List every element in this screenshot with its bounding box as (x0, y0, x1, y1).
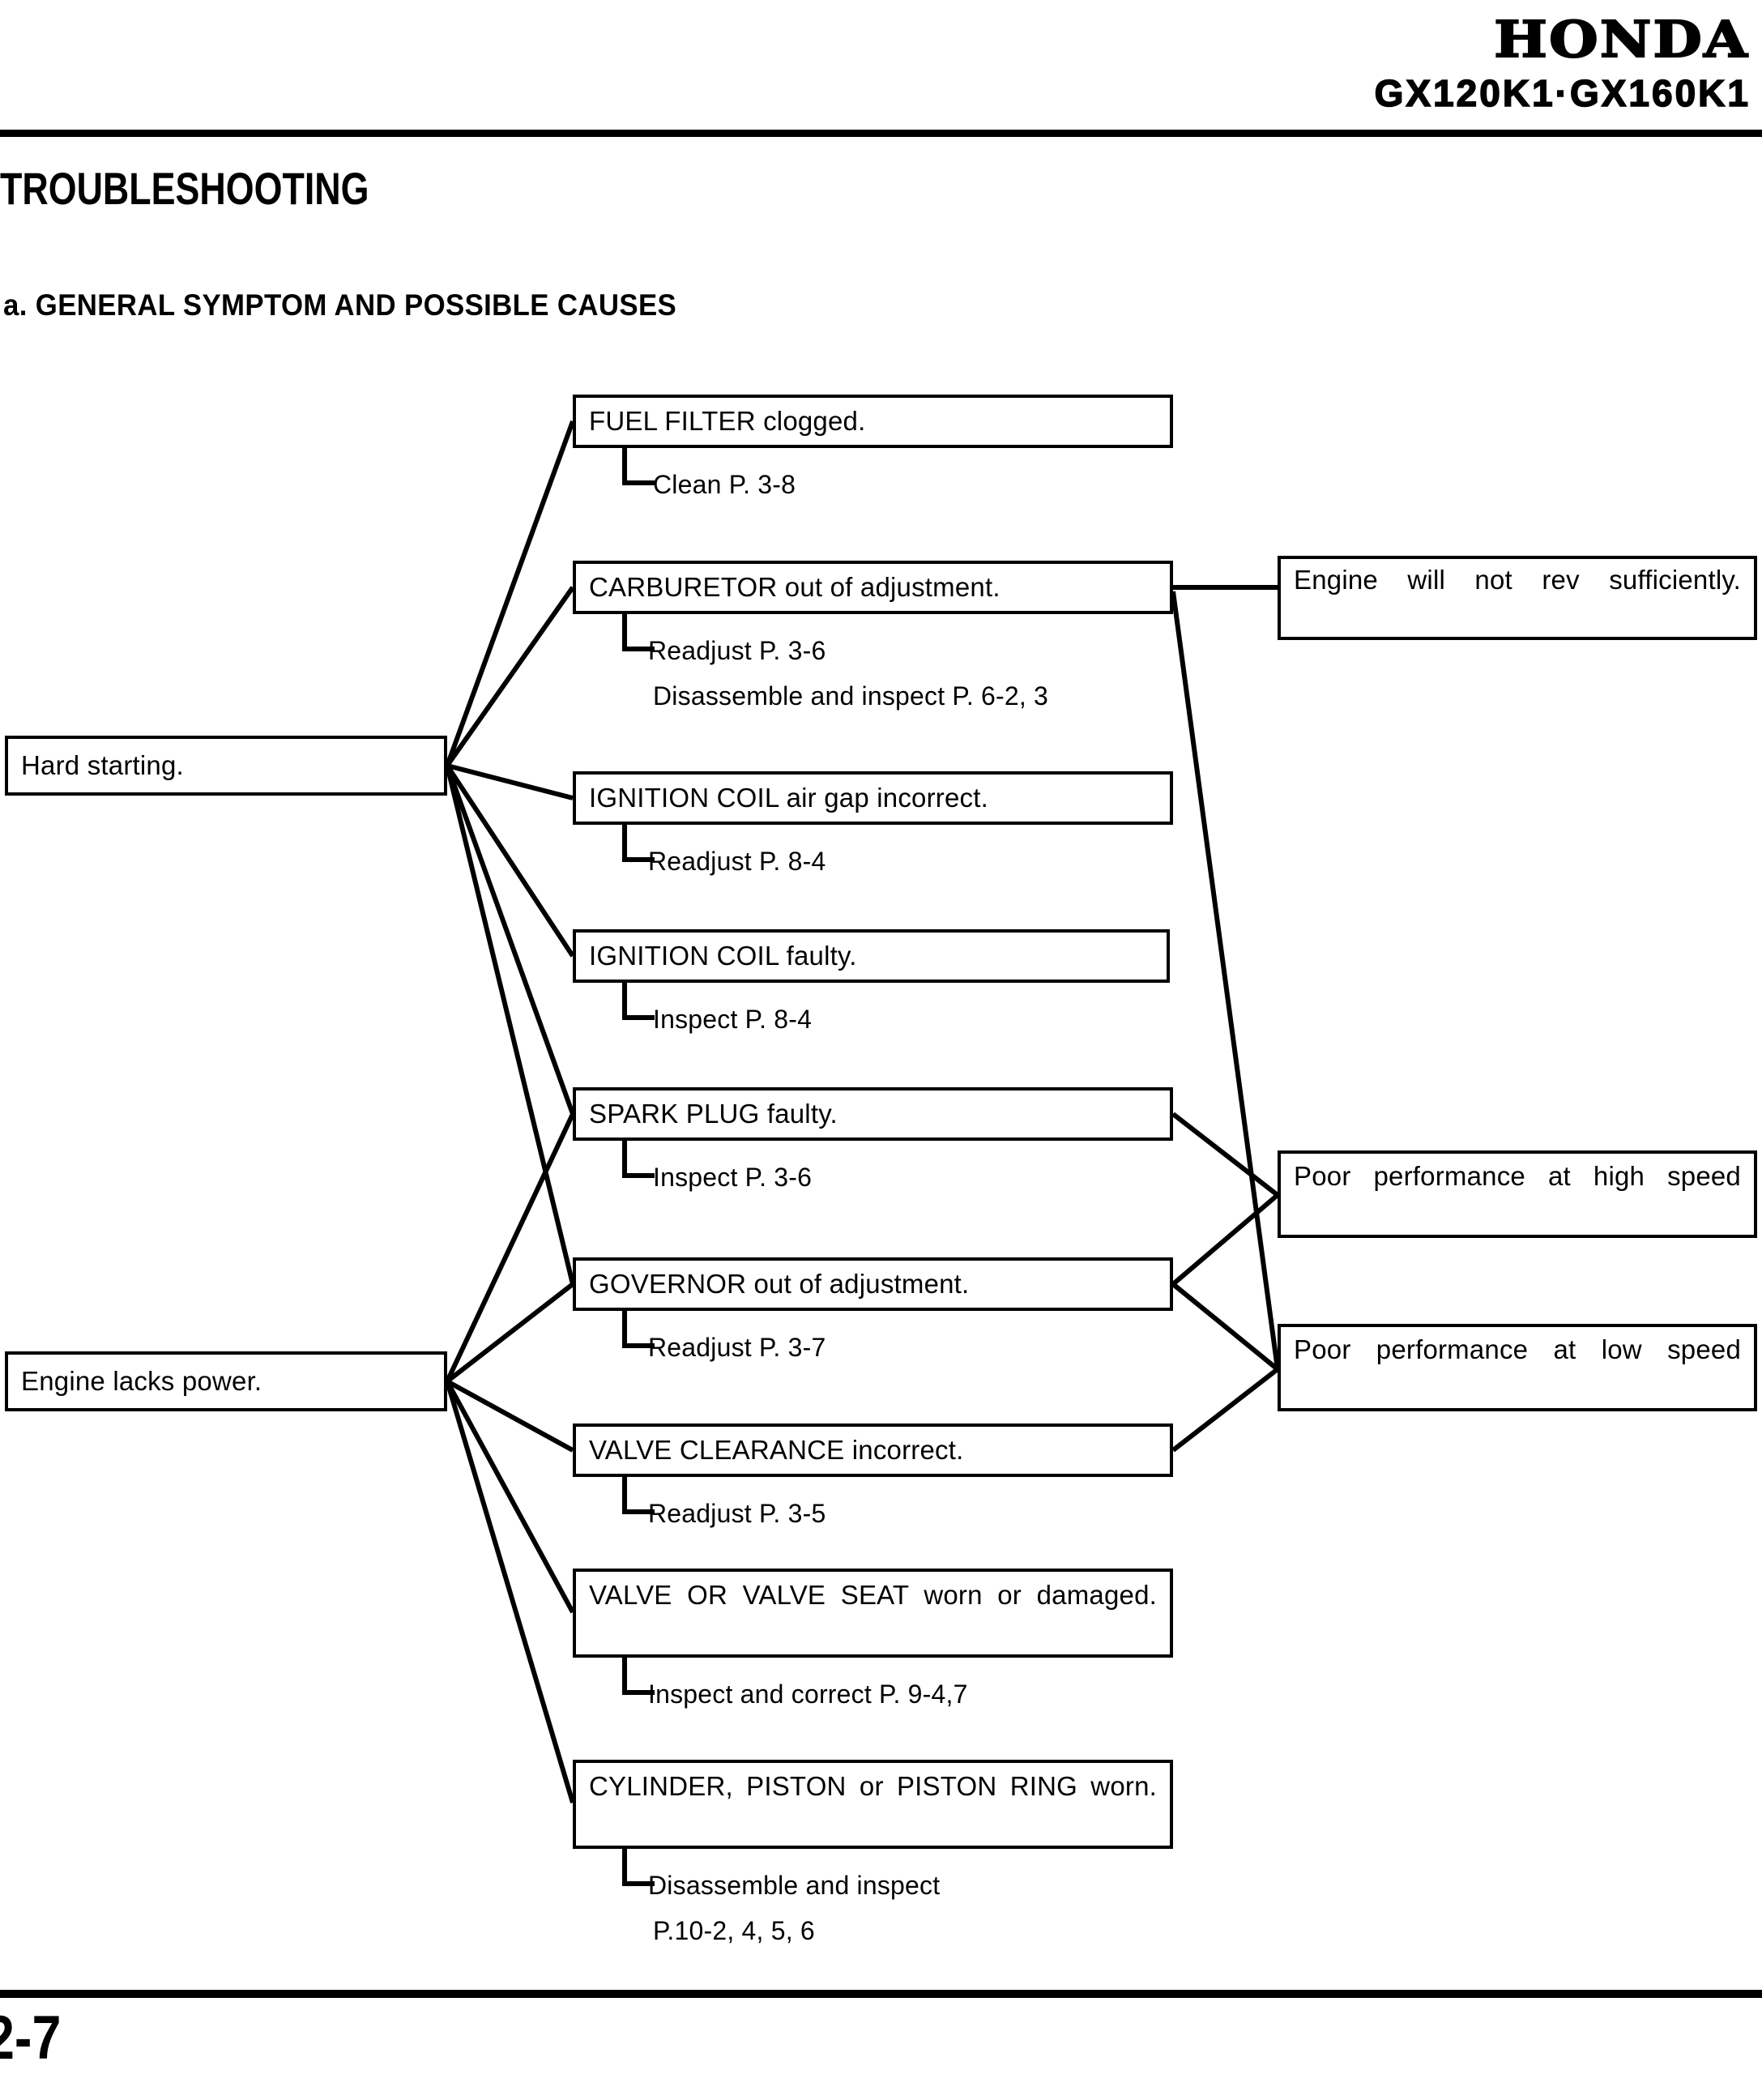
elbow-connector-cylinder-piston-ring (622, 1849, 655, 1886)
node-label: Engine lacks power. (21, 1366, 262, 1396)
node-label: CARBURETOR out of adjustment. (589, 572, 1000, 602)
action-text-valve-or-valve-seat-0: Inspect and correct P. 9-4,7 (648, 1680, 968, 1709)
action-text-carburetor-1: Disassemble and inspect P. 6-2, 3 (653, 681, 1049, 711)
action-text-cylinder-piston-ring-0: Disassemble and inspect (648, 1871, 941, 1900)
node-label: Poor performance at low speed (1294, 1334, 1741, 1364)
node-label: VALVE CLEARANCE incorrect. (589, 1435, 964, 1465)
elbow-connector-ignition-coil-air-gap (622, 825, 655, 862)
page-title: TROUBLESHOOTING (0, 163, 369, 214)
elbow-connector-valve-clearance (622, 1477, 655, 1514)
header-rule (0, 130, 1762, 137)
elbow-connector-fuel-filter (622, 448, 655, 485)
action-text-spark-plug-0: Inspect P. 3-6 (653, 1163, 813, 1192)
section-title: a. GENERAL SYMPTOM AND POSSIBLE CAUSES (3, 288, 677, 322)
action-text-governor-0: Readjust P. 3-7 (648, 1333, 826, 1362)
action-text-fuel-filter-0: Clean P. 3-8 (653, 470, 796, 499)
cause-node-carburetor[interactable]: CARBURETOR out of adjustment. (573, 561, 1173, 614)
action-text-cylinder-piston-ring-1: P.10-2, 4, 5, 6 (653, 1916, 815, 1945)
cause-node-ignition-coil-air-gap[interactable]: IGNITION COIL air gap incorrect. (573, 771, 1173, 825)
cause-node-governor[interactable]: GOVERNOR out of adjustment. (573, 1257, 1173, 1311)
action-text-carburetor-0: Readjust P. 3-6 (648, 636, 826, 665)
cause-node-ignition-coil-faulty[interactable]: IGNITION COIL faulty. (573, 929, 1170, 983)
node-label: Hard starting. (21, 750, 184, 780)
page-number: 2-7 (0, 2004, 62, 2072)
symptom-node-engine-lacks-power[interactable]: Engine lacks power. (5, 1351, 447, 1411)
action-text-valve-clearance-0: Readjust P. 3-5 (648, 1499, 826, 1528)
symptom-node-hard-starting[interactable]: Hard starting. (5, 736, 447, 796)
node-label: CYLINDER, PISTON or PISTON RING worn. (589, 1771, 1157, 1801)
cause-node-fuel-filter[interactable]: FUEL FILTER clogged. (573, 395, 1173, 448)
node-label: Poor performance at high speed (1294, 1161, 1741, 1191)
node-label: Engine will not rev sufficiently. (1294, 565, 1741, 595)
honda-brand-logo: HONDA (1493, 10, 1749, 69)
node-label: VALVE OR VALVE SEAT worn or damaged. (589, 1580, 1157, 1610)
elbow-connector-spark-plug (622, 1141, 655, 1178)
node-label: GOVERNOR out of adjustment. (589, 1269, 970, 1299)
elbow-connector-ignition-coil-faulty (622, 983, 655, 1020)
symptom-node-poor-performance-low-speed[interactable]: Poor performance at low speed (1278, 1324, 1757, 1411)
action-text-ignition-coil-faulty-0: Inspect P. 8-4 (653, 1005, 813, 1034)
node-label: SPARK PLUG faulty. (589, 1099, 838, 1129)
symptom-node-poor-performance-high-speed[interactable]: Poor performance at high speed (1278, 1150, 1757, 1238)
cause-node-valve-clearance[interactable]: VALVE CLEARANCE incorrect. (573, 1423, 1173, 1477)
elbow-connector-governor (622, 1311, 655, 1348)
elbow-connector-valve-or-valve-seat (622, 1658, 655, 1695)
cause-node-valve-or-valve-seat[interactable]: VALVE OR VALVE SEAT worn or damaged. (573, 1569, 1173, 1658)
action-text-ignition-coil-air-gap-0: Readjust P. 8-4 (648, 847, 826, 876)
node-label: IGNITION COIL air gap incorrect. (589, 783, 988, 813)
node-label: FUEL FILTER clogged. (589, 406, 866, 436)
elbow-connector-carburetor (622, 614, 655, 651)
cause-node-spark-plug[interactable]: SPARK PLUG faulty. (573, 1087, 1173, 1141)
symptom-node-engine-will-not-rev[interactable]: Engine will not rev sufficiently. (1278, 556, 1757, 640)
cause-node-cylinder-piston-ring[interactable]: CYLINDER, PISTON or PISTON RING worn. (573, 1760, 1173, 1849)
footer-rule (0, 1990, 1762, 1998)
node-label: IGNITION COIL faulty. (589, 941, 857, 971)
engine-model-line: GX120K1·GX160K1 (1374, 72, 1751, 114)
